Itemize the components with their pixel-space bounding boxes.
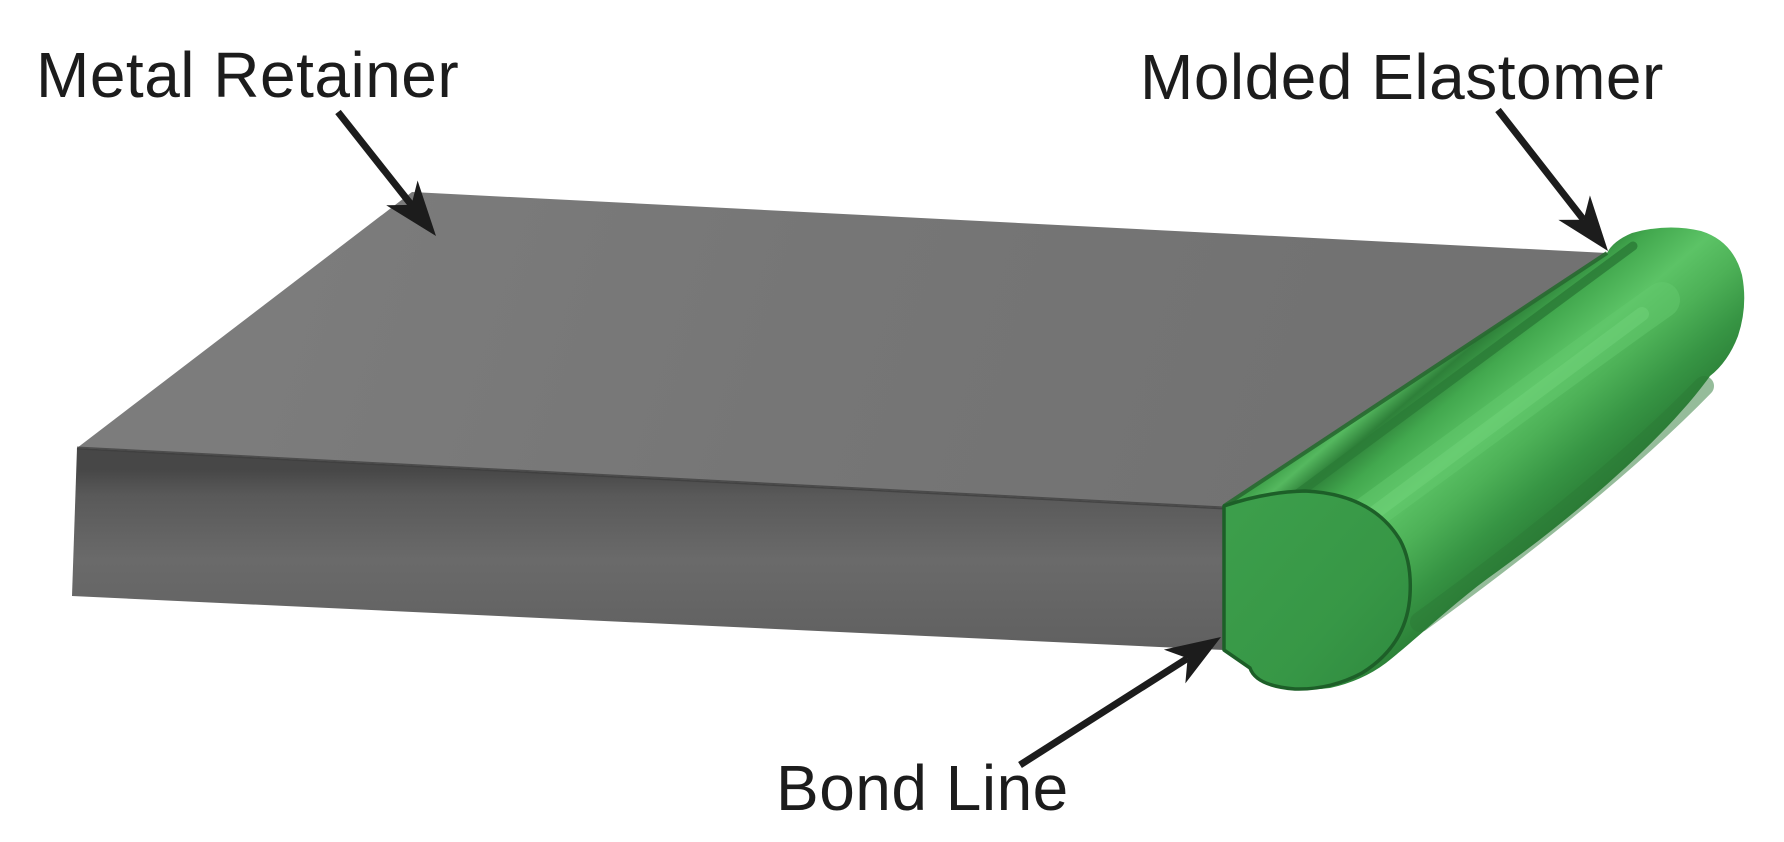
bond-line-arrow-shaft <box>1018 655 1190 768</box>
bond-line-arrow-head <box>1163 637 1221 684</box>
elastomer-highlight-core <box>1355 307 1649 529</box>
bond-line-label: Bond Line <box>776 752 1069 824</box>
elastomer-highlight <box>1314 282 1680 558</box>
metal-retainer-top-face <box>77 192 1607 508</box>
molded-elastomer-arrow <box>1495 107 1608 251</box>
molded-elastomer-arrow-shaft <box>1495 107 1587 222</box>
molded-elastomer-front-face <box>1222 489 1413 691</box>
bond-line-arrow <box>1018 637 1221 768</box>
callout-arrows <box>335 107 1608 768</box>
molded-elastomer-label: Molded Elastomer <box>1140 41 1664 113</box>
elastomer-groove-line <box>1287 241 1638 503</box>
molded-elastomer-arrow-head <box>1558 195 1608 251</box>
metal-retainer-arrow-head <box>386 180 436 236</box>
metal-retainer-front-face <box>72 448 1224 650</box>
metal-retainer-label: Metal Retainer <box>36 39 460 111</box>
elastomer-plate-seam <box>1222 251 1609 508</box>
metal-retainer-arrow-shaft <box>335 109 415 208</box>
molded-elastomer-part <box>1222 227 1745 691</box>
metal-retainer-arrow <box>335 109 436 236</box>
elastomer-lower-shade <box>1410 376 1714 632</box>
metal-retainer-front-edge <box>76 446 1225 510</box>
metal-retainer-part <box>72 192 1607 650</box>
